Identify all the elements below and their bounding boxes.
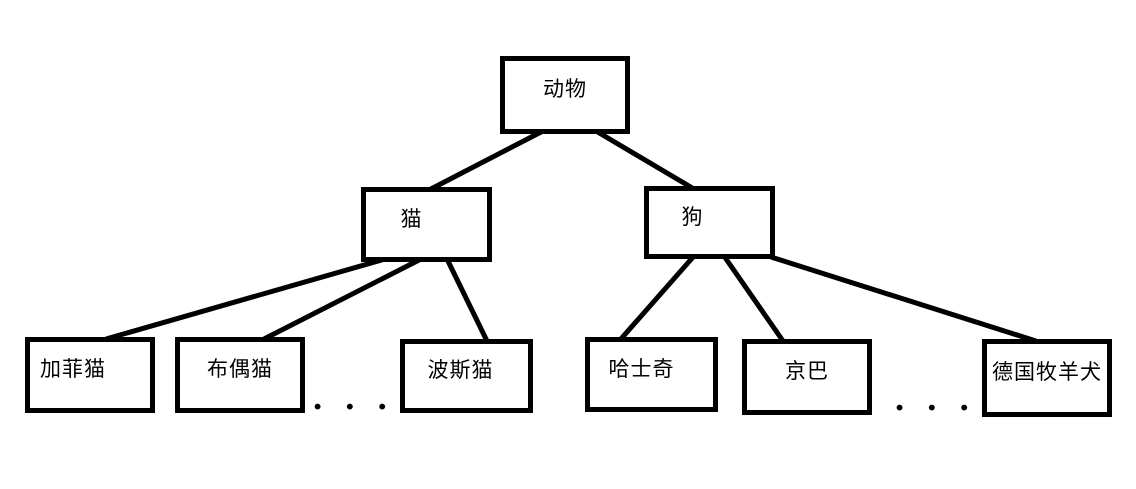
node-cat: 猫 xyxy=(361,187,492,262)
ellipsis-cat-children: . . . xyxy=(312,379,393,417)
edge-dog-german xyxy=(770,254,1037,344)
edge-dog-pekingese xyxy=(721,254,786,343)
node-dog: 狗 xyxy=(644,186,775,259)
edge-dog-husky xyxy=(618,254,696,342)
node-husky: 哈士奇 xyxy=(585,337,718,412)
edge-cat-garfield xyxy=(105,256,386,342)
node-ragdoll-cat: 布偶猫 xyxy=(175,337,305,413)
edge-animal-cat xyxy=(427,128,545,193)
edge-animal-dog xyxy=(594,128,696,192)
node-persian-cat: 波斯猫 xyxy=(400,339,533,413)
node-garfield-cat: 加菲猫 xyxy=(25,337,155,413)
ellipsis-dog-children: . . . xyxy=(894,380,975,418)
node-animal: 动物 xyxy=(500,56,630,134)
node-pekingese: 京巴 xyxy=(742,339,872,415)
edge-cat-ragdoll xyxy=(262,256,423,342)
edge-cat-persian xyxy=(444,257,490,343)
node-german-shepherd: 德国牧羊犬 xyxy=(982,339,1112,417)
